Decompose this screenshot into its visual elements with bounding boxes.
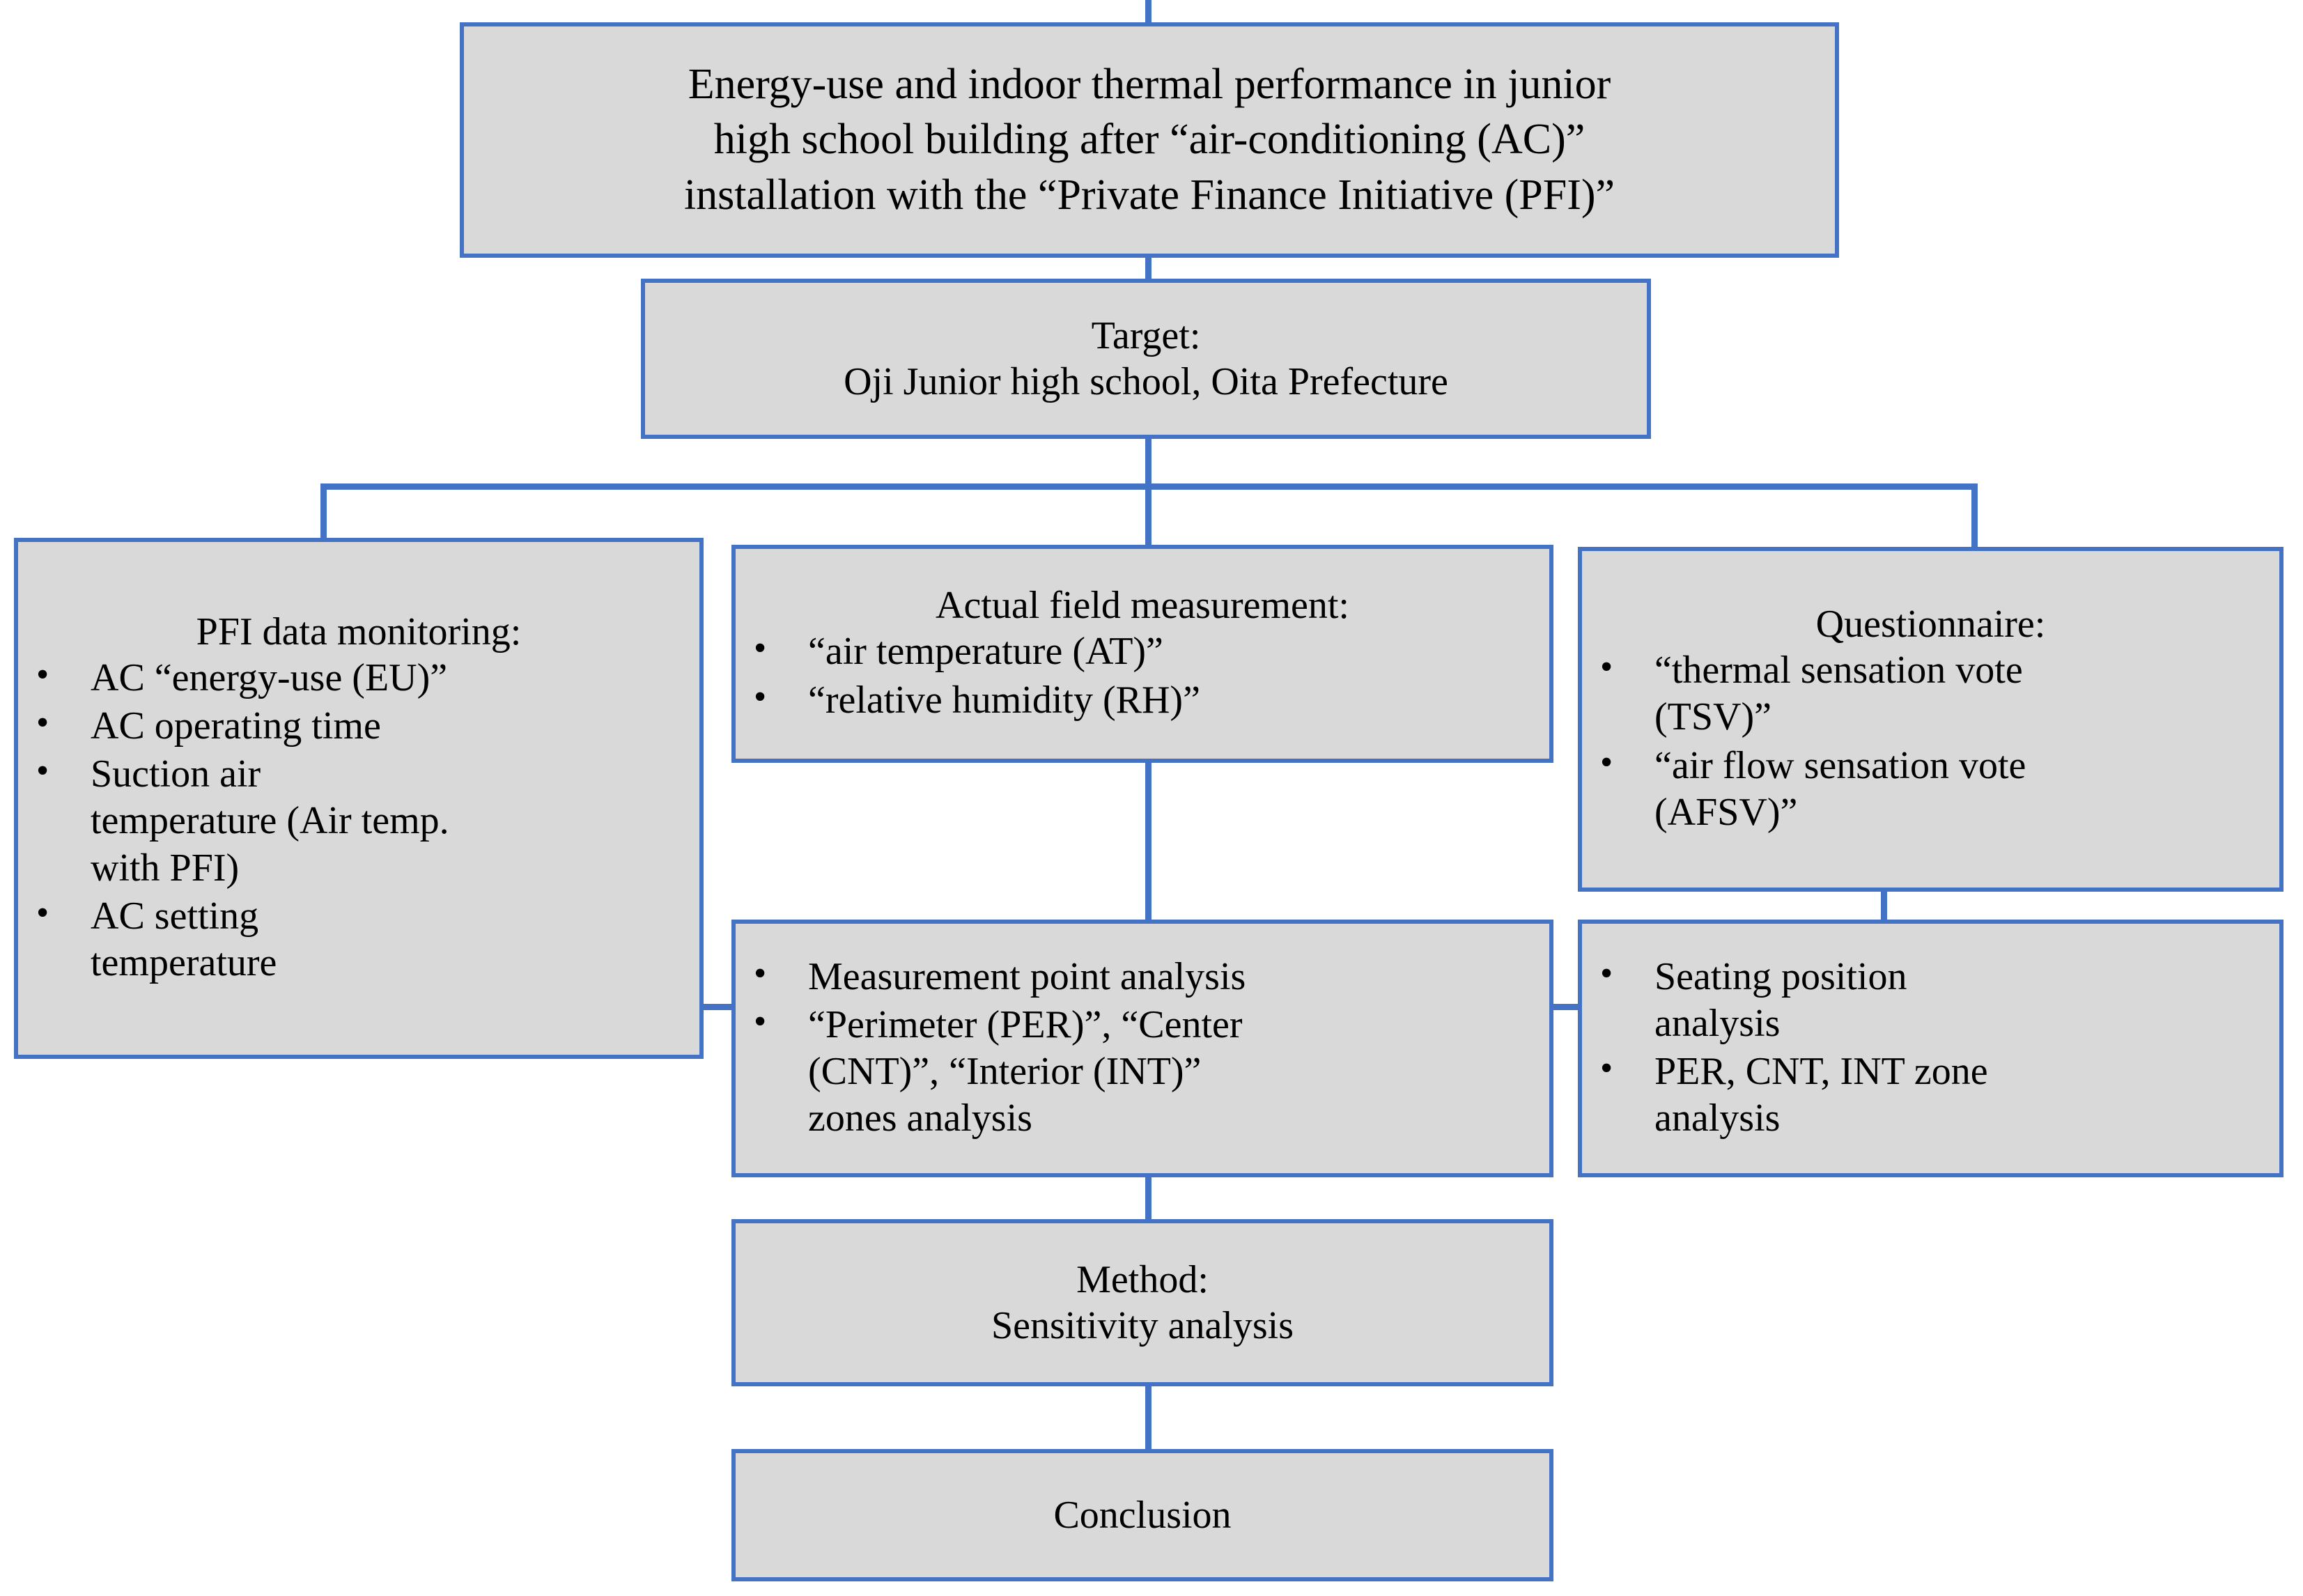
quest-bullet-1-line-1: “thermal sensation vote	[1654, 649, 2023, 692]
node-conclusion: Conclusion	[731, 1449, 1553, 1581]
mpa-bullet-2-line-2: (CNT)”, “Interior (INT)”	[808, 1050, 1202, 1093]
pfi-bullet-3-line-1: Suction air	[91, 752, 261, 796]
mpa-bullet-2-line-3: zones analysis	[808, 1097, 1032, 1140]
connector-pfi-to-measurement	[699, 1004, 734, 1010]
field-bullet-2: “relative humidity (RH)”	[808, 678, 1200, 722]
node-seating-position-analysis: Seating position analysis PER, CNT, INT …	[1578, 920, 2283, 1177]
connector-drop-to-pfi	[320, 483, 327, 541]
connector-title-to-target	[1145, 255, 1152, 281]
seat-bullet-1-line-1: Seating position	[1654, 954, 1907, 998]
node-actual-field-measurement: Actual field measurement: “air temperatu…	[731, 545, 1553, 763]
title-line-1: Energy-use and indoor thermal performanc…	[688, 60, 1611, 108]
node-measurement-point-analysis: Measurement point analysis “Perimeter (P…	[731, 920, 1553, 1177]
list-item: PER, CNT, INT zone analysis	[1582, 1047, 2279, 1142]
node-target: Target: Oji Junior high school, Oita Pre…	[641, 279, 1651, 439]
seat-bullet-1-line-2: analysis	[1654, 1001, 1781, 1045]
pfi-bullet-3-line-3: with PFI)	[91, 846, 240, 890]
connector-method-to-conclusion	[1145, 1384, 1152, 1452]
list-item: Suction air temperature (Air temp. with …	[18, 750, 699, 892]
pfi-bullet-4-line-1: AC setting	[91, 894, 259, 938]
pfi-bullet-list: AC “energy-use (EU)” AC operating time S…	[18, 653, 699, 988]
field-bullet-1: “air temperature (AT)”	[808, 630, 1163, 674]
questionnaire-heading: Questionnaire:	[1815, 603, 2046, 646]
connector-measurement-to-method	[1145, 1175, 1152, 1222]
pfi-bullet-2-line-1: AC operating time	[91, 704, 381, 748]
title-line-2: high school building after “air-conditio…	[713, 116, 1585, 164]
title-line-3: installation with the “Private Finance I…	[683, 171, 1615, 219]
list-item: “air temperature (AT)”	[736, 627, 1549, 675]
seating-bullet-list: Seating position analysis PER, CNT, INT …	[1582, 952, 2279, 1144]
list-item: AC “energy-use (EU)”	[18, 653, 699, 702]
quest-bullet-2-line-2: (AFSV)”	[1654, 790, 1798, 834]
pfi-bullet-3-line-2: temperature (Air temp.	[91, 799, 449, 843]
method-heading: Method:	[1076, 1257, 1209, 1301]
pfi-bullet-4-line-2: temperature	[91, 941, 277, 984]
node-title: Energy-use and indoor thermal performanc…	[460, 22, 1839, 258]
connector-drop-to-questionnaire	[1971, 483, 1978, 550]
node-questionnaire: Questionnaire: “thermal sensation vote (…	[1578, 547, 2283, 892]
conclusion-label: Conclusion	[1053, 1493, 1232, 1537]
connector-measurement-to-seating	[1551, 1004, 1581, 1010]
node-pfi-data-monitoring: PFI data monitoring: AC “energy-use (EU)…	[14, 538, 704, 1059]
pfi-bullet-1-line-1: AC “energy-use (EU)”	[91, 656, 448, 699]
measurement-bullet-list: Measurement point analysis “Perimeter (P…	[736, 952, 1549, 1144]
target-value: Oji Junior high school, Oita Prefecture	[844, 360, 1448, 403]
list-item: AC operating time	[18, 702, 699, 750]
list-item: Seating position analysis	[1582, 952, 2279, 1047]
method-value: Sensitivity analysis	[991, 1304, 1294, 1347]
connector-questionnaire-to-seating	[1881, 889, 1887, 922]
seat-bullet-2-line-2: analysis	[1654, 1097, 1781, 1140]
list-item: “Perimeter (PER)”, “Center (CNT)”, “Inte…	[736, 1000, 1549, 1142]
connector-top-stub	[1145, 0, 1152, 25]
list-item: AC setting temperature	[18, 892, 699, 986]
list-item: “relative humidity (RH)”	[736, 676, 1549, 724]
quest-bullet-2-line-1: “air flow sensation vote	[1654, 743, 2026, 787]
connector-target-down	[1145, 436, 1152, 490]
field-bullet-list: “air temperature (AT)” “relative humidit…	[736, 627, 1549, 725]
quest-bullet-1-line-2: (TSV)”	[1654, 695, 1771, 739]
mpa-bullet-2-line-1: “Perimeter (PER)”, “Center	[808, 1002, 1243, 1046]
node-method: Method: Sensitivity analysis	[731, 1219, 1553, 1386]
connector-drop-to-field	[1145, 483, 1152, 548]
list-item: Measurement point analysis	[736, 952, 1549, 1000]
mpa-bullet-1-line-1: Measurement point analysis	[808, 954, 1246, 998]
pfi-heading: PFI data monitoring:	[196, 610, 522, 653]
seat-bullet-2-line-1: PER, CNT, INT zone	[1654, 1050, 1988, 1093]
field-heading: Actual field measurement:	[936, 584, 1349, 628]
connector-field-to-measurement	[1145, 760, 1152, 922]
target-heading: Target:	[1091, 313, 1201, 357]
questionnaire-bullet-list: “thermal sensation vote (TSV)” “air flow…	[1582, 646, 2279, 837]
list-item: “air flow sensation vote (AFSV)”	[1582, 741, 2279, 836]
list-item: “thermal sensation vote (TSV)”	[1582, 646, 2279, 741]
